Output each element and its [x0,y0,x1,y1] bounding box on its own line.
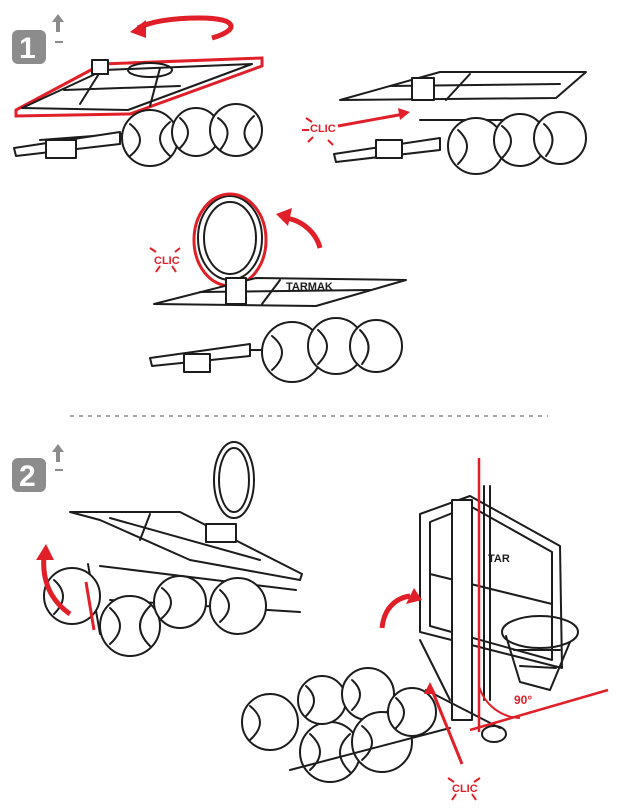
step1-center-unit: TARMAK [149,192,407,383]
rotate-arrow-icon [379,588,422,629]
clic-burst-icon [302,117,334,146]
step2-left-balls [43,567,267,657]
step1-left-unit [13,56,264,167]
step2-angle-label: 90° [514,693,532,707]
rotate-arrow-icon [276,208,323,249]
arrow-up-icon [52,14,64,43]
step2-right-balls [241,667,437,783]
rotate-arrow-icon [130,15,234,41]
clic-burst-icon [149,247,181,273]
step1-clic-label-2: CLIC [154,255,180,267]
arrow-up-icon [52,444,64,471]
step2-number: 2 [19,460,36,493]
step1-left-balls [121,103,263,167]
ground-guide-line [469,688,609,732]
step1-badge [12,30,46,64]
rotate-arrow-icon [36,544,72,617]
step2-clic-label: CLIC [452,783,478,795]
step1-clic-label-1: CLIC [310,123,336,135]
step1-header: 1 [12,14,64,65]
step2-left-rim [213,441,255,519]
step2-rim [501,615,579,691]
step1-right-unit [333,71,587,175]
step2-header: 2 [12,444,64,493]
angle-arc [478,685,521,719]
clic-burst-icon [447,777,481,801]
step2-badge [12,458,46,492]
step2-left-unit [43,441,303,657]
step2-right-unit: TAR [241,485,579,783]
basketball-rim [197,195,263,281]
step1-number: 1 [19,32,36,65]
step1-backboard-brand: TARMAK [286,281,333,293]
step2-backboard-brand: TAR [488,553,510,565]
